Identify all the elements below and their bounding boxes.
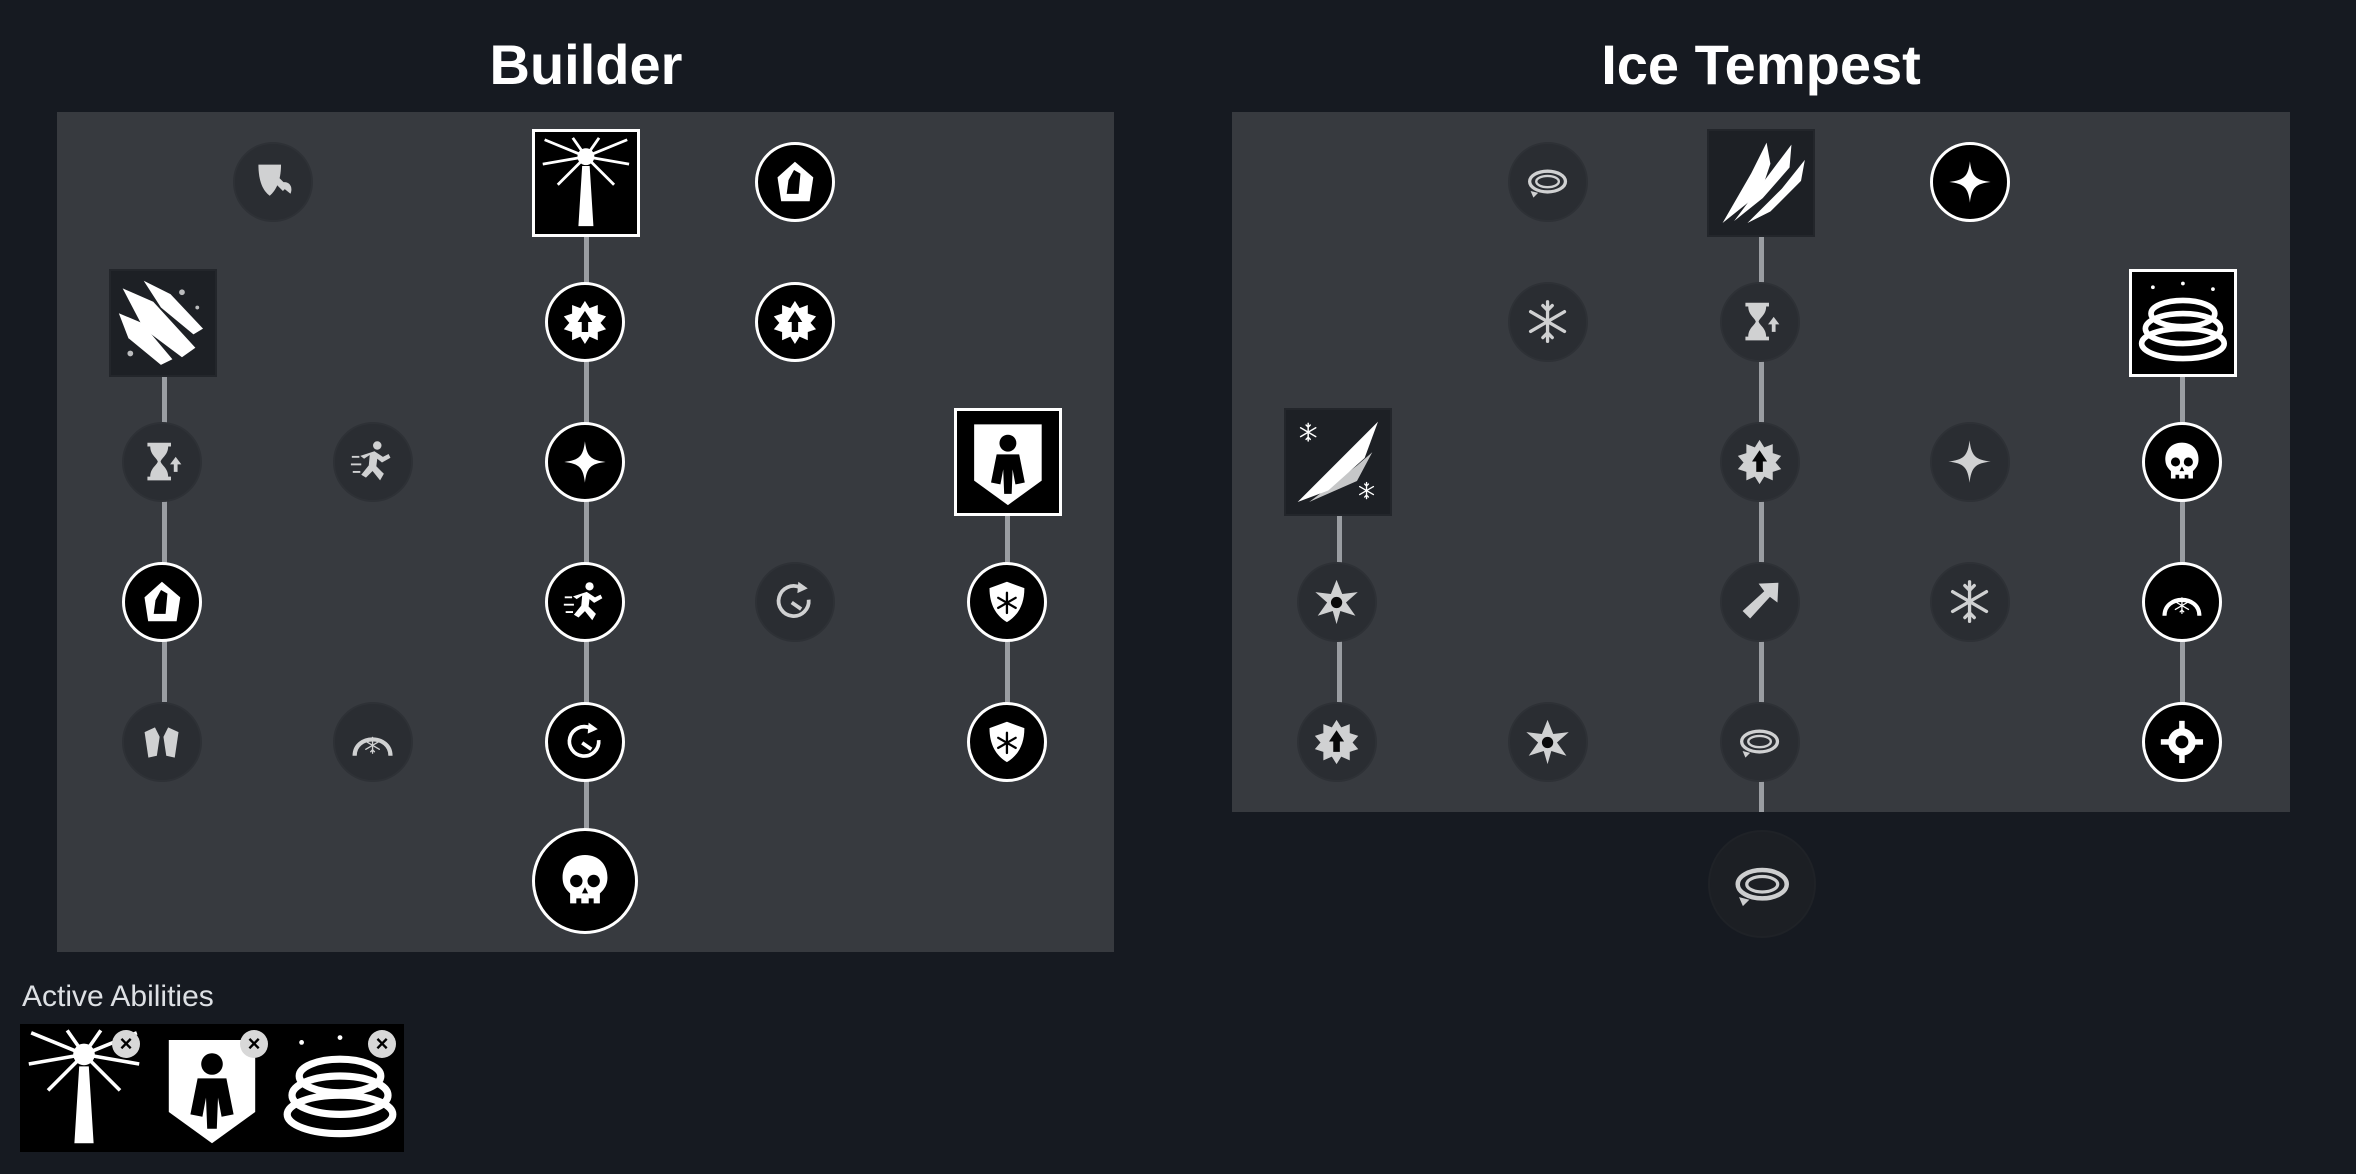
star-up-icon[interactable] <box>1297 702 1377 782</box>
builder-tree-title: Builder <box>489 33 683 96</box>
ice-right-connector <box>2180 362 2185 742</box>
remove-ability-button[interactable]: × <box>240 1030 268 1058</box>
active-slot-ice-armor[interactable]: × <box>148 1024 276 1152</box>
snowflake-dome-icon[interactable] <box>333 702 413 782</box>
orbit-icon[interactable] <box>1508 142 1588 222</box>
remove-ability-button[interactable]: × <box>112 1030 140 1058</box>
shield-sparkle-icon[interactable] <box>967 702 1047 782</box>
remove-ability-button[interactable]: × <box>368 1030 396 1058</box>
builder-skill-tree <box>57 112 1114 952</box>
orbit-icon[interactable] <box>1720 702 1800 782</box>
snowflake-icon[interactable] <box>1508 282 1588 362</box>
crystal-house-icon[interactable] <box>755 142 835 222</box>
axe-shield-icon[interactable] <box>233 142 313 222</box>
sparkle-up-icon[interactable] <box>1930 422 2010 502</box>
ice-tempest-tree-title: Ice Tempest <box>1601 33 1921 96</box>
ice-shatter-icon[interactable] <box>545 562 625 642</box>
star-burst-icon[interactable] <box>1508 702 1588 782</box>
snowflake-shield-icon[interactable] <box>967 562 1047 642</box>
ice-strike-icon[interactable] <box>1284 408 1392 516</box>
sparkle-icon[interactable] <box>545 422 625 502</box>
star-up-icon[interactable] <box>1720 422 1800 502</box>
active-slot-ice-pylon[interactable]: × <box>20 1024 148 1152</box>
skull-icon[interactable] <box>2142 422 2222 502</box>
snowflake-icon[interactable] <box>1930 562 2010 642</box>
snowflake-dome-icon[interactable] <box>2142 562 2222 642</box>
star-up-icon[interactable] <box>755 282 835 362</box>
builder-left-connector <box>162 362 167 702</box>
snowflake-orbit-icon[interactable] <box>1708 830 1816 938</box>
hourglass-up-icon[interactable] <box>122 422 202 502</box>
hourglass-down-icon[interactable] <box>1720 282 1800 362</box>
arrow-up-right-icon[interactable] <box>1720 562 1800 642</box>
ice-pylon-icon[interactable] <box>532 129 640 237</box>
ice-armor-icon[interactable] <box>954 408 1062 516</box>
ice-center-connector <box>1759 232 1764 812</box>
gauntlets-icon[interactable] <box>122 702 202 782</box>
ice-shards-icon[interactable] <box>109 269 217 377</box>
snowflake-skull-icon[interactable] <box>532 828 638 934</box>
ice-spike-icon[interactable] <box>1707 129 1815 237</box>
snowflake-cycle-icon[interactable] <box>755 562 835 642</box>
star-up-icon[interactable] <box>545 282 625 362</box>
star-burst-icon[interactable] <box>1297 562 1377 642</box>
active-slot-ice-storm[interactable]: × <box>276 1024 404 1152</box>
crystal-house-icon[interactable] <box>122 562 202 642</box>
active-abilities-bar: × × × <box>20 1024 404 1152</box>
cooldown-icon[interactable] <box>545 702 625 782</box>
active-abilities-label: Active Abilities <box>22 980 214 1013</box>
gear-burst-icon[interactable] <box>2142 702 2222 782</box>
ice-tempest-skill-tree <box>1232 112 2290 812</box>
running-figure-icon[interactable] <box>333 422 413 502</box>
ice-storm-icon[interactable] <box>2129 269 2237 377</box>
sparkle-icon[interactable] <box>1930 142 2010 222</box>
